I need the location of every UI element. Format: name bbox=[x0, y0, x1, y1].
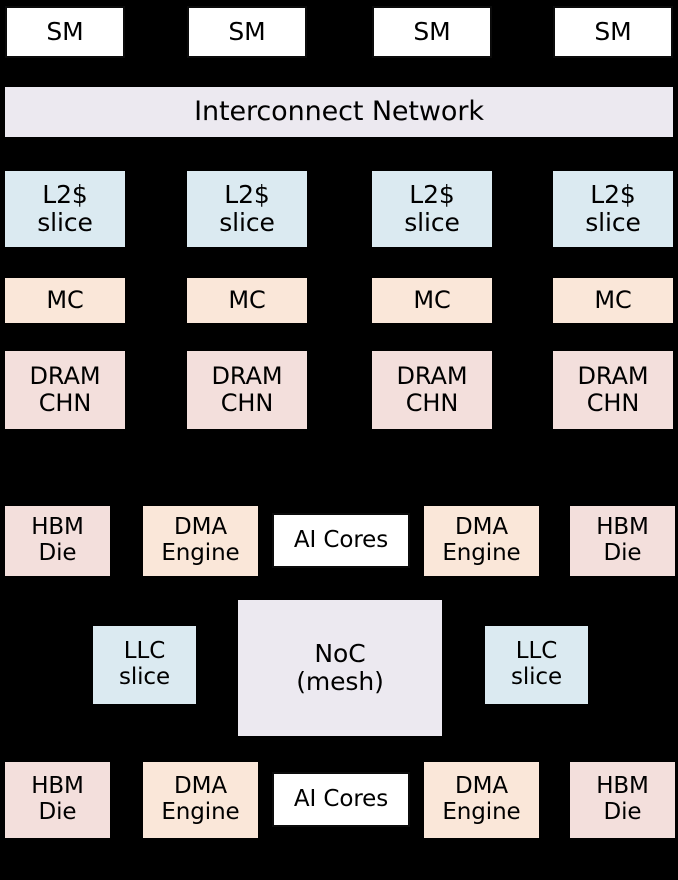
dma-label-line1-ur: DMA bbox=[455, 514, 508, 541]
l2-cache-slice-1: L2$ slice bbox=[187, 171, 307, 247]
hbm-die-lower-right: HBM Die bbox=[570, 762, 675, 838]
hbm-label-line1-ll: HBM bbox=[31, 773, 84, 800]
dma-label-line2-ul: Engine bbox=[161, 540, 240, 566]
dram-channel-1: DRAM CHN bbox=[187, 351, 307, 429]
mc-label-3: MC bbox=[594, 286, 632, 315]
sm-block-2: SM bbox=[372, 6, 492, 58]
interconnect-network-label: Interconnect Network bbox=[194, 95, 484, 127]
sm-label-3: SM bbox=[594, 17, 632, 46]
sm-label-1: SM bbox=[228, 17, 266, 46]
hbm-die-lower-left: HBM Die bbox=[5, 762, 110, 838]
dma-engine-lower-right: DMA Engine bbox=[424, 762, 539, 838]
dram-label-line1-0: DRAM bbox=[29, 362, 101, 391]
hbm-die-upper-left: HBM Die bbox=[5, 506, 110, 576]
l2-cache-slice-2: L2$ slice bbox=[372, 171, 492, 247]
dram-label-line2-2: CHN bbox=[405, 389, 459, 417]
memory-controller-3: MC bbox=[553, 278, 673, 323]
l2-label-line2-0: slice bbox=[37, 208, 93, 237]
dram-label-line2-0: CHN bbox=[38, 389, 92, 417]
dma-engine-lower-left: DMA Engine bbox=[143, 762, 258, 838]
l2-label-line1-3: L2$ bbox=[590, 180, 636, 209]
sm-label-2: SM bbox=[413, 17, 451, 46]
mc-label-0: MC bbox=[46, 286, 84, 315]
llc-slice-right: LLC slice bbox=[485, 626, 588, 704]
dma-label-line1-ul: DMA bbox=[174, 514, 227, 541]
mc-label-2: MC bbox=[413, 286, 451, 315]
ai-cores-label-upper: AI Cores bbox=[293, 526, 389, 553]
memory-controller-0: MC bbox=[5, 278, 125, 323]
dram-channel-3: DRAM CHN bbox=[553, 351, 673, 429]
l2-label-line1-1: L2$ bbox=[224, 180, 270, 209]
sm-block-1: SM bbox=[187, 6, 307, 58]
dram-channel-0: DRAM CHN bbox=[5, 351, 125, 429]
hbm-label-line2-ur: Die bbox=[603, 540, 642, 566]
l2-cache-slice-0: L2$ slice bbox=[5, 171, 125, 247]
ai-cores-lower: AI Cores bbox=[272, 772, 410, 827]
sm-label-0: SM bbox=[46, 17, 84, 46]
dram-label-line2-3: CHN bbox=[586, 389, 640, 417]
sm-block-3: SM bbox=[553, 6, 673, 58]
l2-label-line2-2: slice bbox=[404, 208, 460, 237]
l2-cache-slice-3: L2$ slice bbox=[553, 171, 673, 247]
l2-label-line1-2: L2$ bbox=[409, 180, 455, 209]
noc-mesh-block: NoC (mesh) bbox=[238, 600, 442, 736]
hbm-die-upper-right: HBM Die bbox=[570, 506, 675, 576]
dma-engine-upper-left: DMA Engine bbox=[143, 506, 258, 576]
dma-label-line1-lr: DMA bbox=[455, 773, 508, 800]
dram-label-line2-1: CHN bbox=[220, 389, 274, 417]
dram-label-line1-3: DRAM bbox=[577, 362, 649, 391]
dma-label-line1-ll: DMA bbox=[174, 773, 227, 800]
noc-label-line2: (mesh) bbox=[296, 667, 384, 696]
mc-label-1: MC bbox=[228, 286, 266, 315]
hbm-label-line2-ll: Die bbox=[38, 799, 77, 825]
dma-label-line2-lr: Engine bbox=[442, 799, 521, 825]
dram-label-line1-1: DRAM bbox=[211, 362, 283, 391]
memory-controller-1: MC bbox=[187, 278, 307, 323]
interconnect-network-block: Interconnect Network bbox=[5, 87, 673, 137]
dma-engine-upper-right: DMA Engine bbox=[424, 506, 539, 576]
ai-cores-upper: AI Cores bbox=[272, 513, 410, 568]
hbm-label-line1-ul: HBM bbox=[31, 514, 84, 541]
dma-label-line2-ll: Engine bbox=[161, 799, 240, 825]
hbm-label-line1-ur: HBM bbox=[596, 514, 649, 541]
hbm-label-line1-lr: HBM bbox=[596, 773, 649, 800]
dram-channel-2: DRAM CHN bbox=[372, 351, 492, 429]
llc-label-line1-left: LLC bbox=[123, 638, 166, 665]
sm-block-0: SM bbox=[5, 6, 125, 58]
llc-slice-left: LLC slice bbox=[93, 626, 196, 704]
l2-label-line2-3: slice bbox=[585, 208, 641, 237]
dram-label-line1-2: DRAM bbox=[396, 362, 468, 391]
memory-controller-2: MC bbox=[372, 278, 492, 323]
hbm-label-line2-ul: Die bbox=[38, 540, 77, 566]
llc-label-line1-right: LLC bbox=[515, 638, 558, 665]
hbm-label-line2-lr: Die bbox=[603, 799, 642, 825]
l2-label-line1-0: L2$ bbox=[42, 180, 88, 209]
noc-label-line1: NoC bbox=[314, 639, 366, 668]
llc-label-line2-right: slice bbox=[510, 664, 563, 690]
l2-label-line2-1: slice bbox=[219, 208, 275, 237]
dma-label-line2-ur: Engine bbox=[442, 540, 521, 566]
llc-label-line2-left: slice bbox=[118, 664, 171, 690]
ai-cores-label-lower: AI Cores bbox=[293, 785, 389, 812]
